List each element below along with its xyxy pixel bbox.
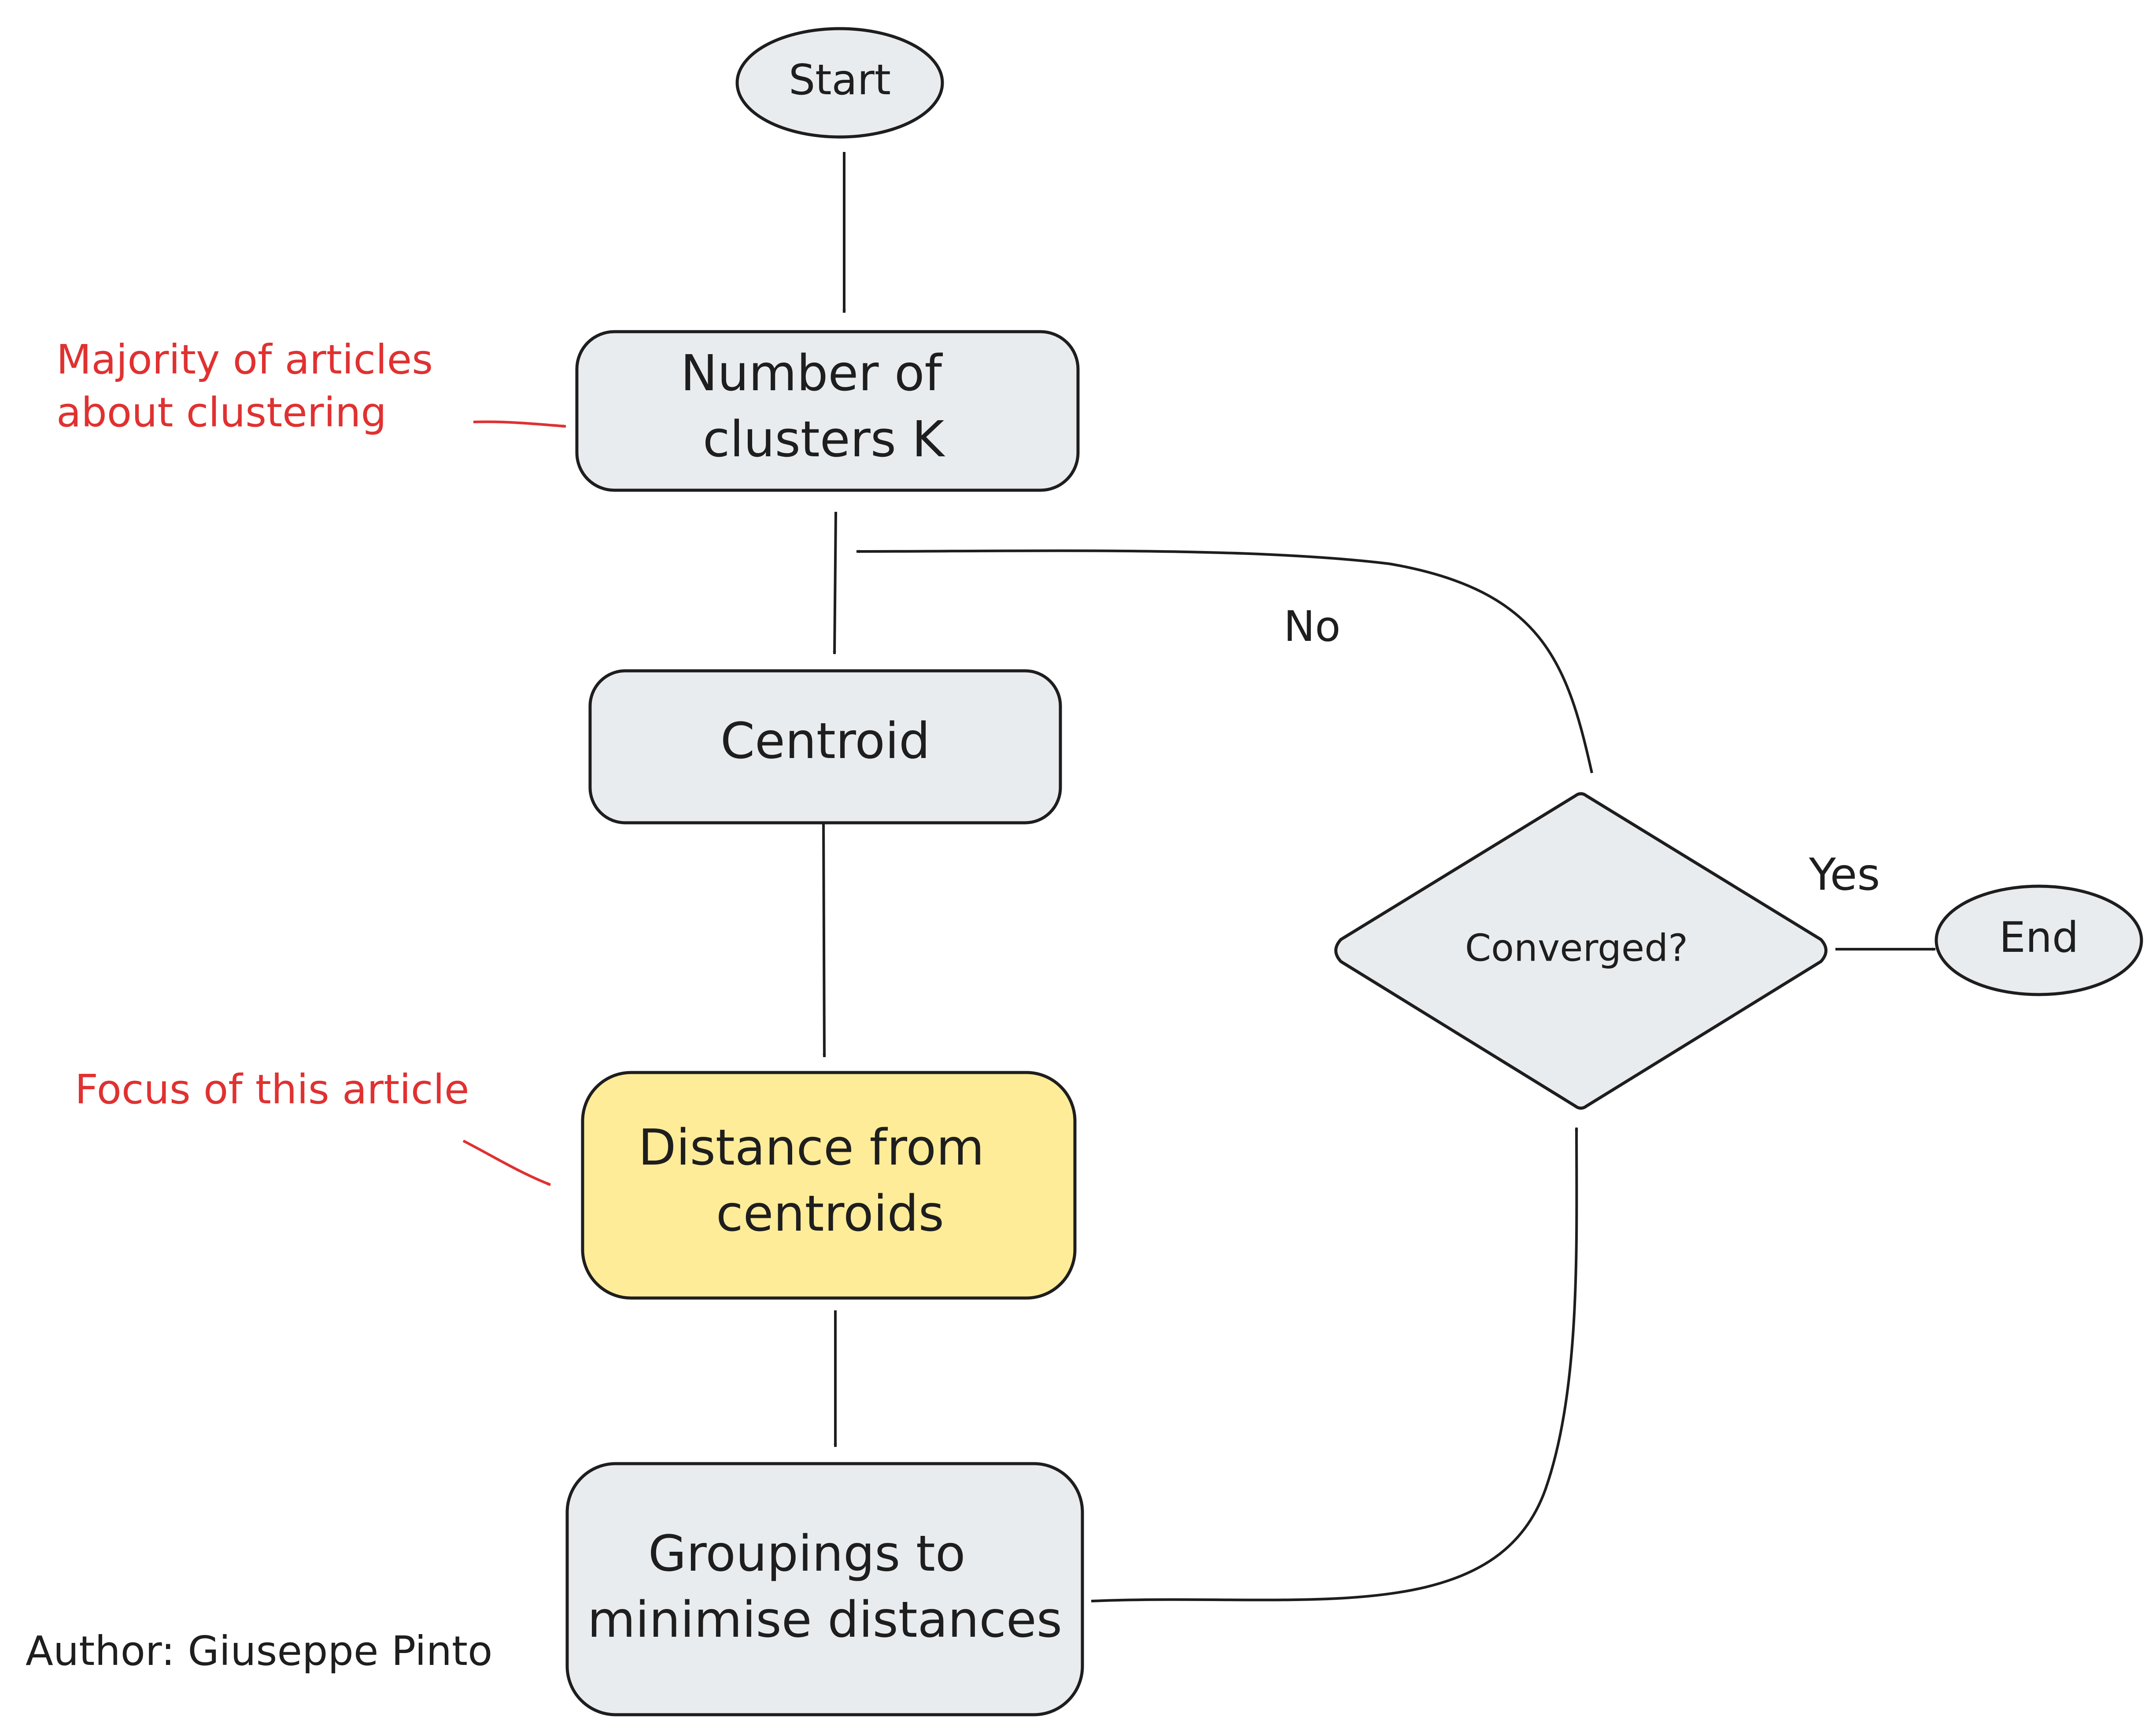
converged-label: Converged?: [1465, 926, 1688, 970]
number-of-clusters-line-1: Number of: [680, 345, 943, 402]
node-start: Start: [735, 27, 944, 139]
node-groupings: Groupings to minimise distances: [565, 1462, 1084, 1716]
node-distance-from-centroids: Distance from centroids: [581, 1071, 1077, 1300]
start-label: Start: [789, 56, 891, 104]
edge-number-of-clusters-to-centroid: [833, 511, 837, 655]
distance-from-centroids-line-2: centroids: [716, 1185, 944, 1243]
annotation-majority-line-1: Majority of articles: [56, 336, 433, 383]
edge-label-no: No: [1284, 603, 1340, 651]
edge-label-yes: Yes: [1809, 849, 1880, 900]
annotation-focus: Focus of this article: [75, 1066, 469, 1113]
annotation-majority-arrow: [473, 420, 566, 428]
node-centroid: Centroid: [588, 669, 1062, 825]
node-end: End: [1934, 884, 2143, 996]
groupings-line-1: Groupings to: [648, 1525, 966, 1583]
centroid-label: Centroid: [720, 713, 930, 770]
node-converged: Converged?: [1334, 792, 1827, 1110]
edge-converged-to-centroid-no: [856, 549, 1593, 773]
edge-centroid-to-distance: [822, 823, 826, 1058]
annotation-majority: Majority of articles about clustering: [56, 336, 446, 436]
groupings-line-2: minimise distances: [587, 1591, 1062, 1649]
number-of-clusters-line-2: clusters K: [703, 411, 945, 468]
distance-from-centroids-line-1: Distance from: [638, 1119, 984, 1176]
number-of-clusters-label: Number of clusters K: [680, 345, 957, 468]
distance-from-centroids-label: Distance from centroids: [638, 1119, 1000, 1243]
edge-groupings-to-converged: [1091, 1127, 1579, 1602]
end-label: End: [1999, 914, 2079, 962]
author-credit: Author: Giuseppe Pinto: [26, 1627, 492, 1675]
node-number-of-clusters: Number of clusters K: [575, 330, 1080, 492]
annotation-focus-arrow: [462, 1139, 551, 1186]
groupings-label: Groupings to minimise distances: [587, 1525, 1062, 1649]
annotation-majority-line-2: about clustering: [56, 389, 387, 436]
